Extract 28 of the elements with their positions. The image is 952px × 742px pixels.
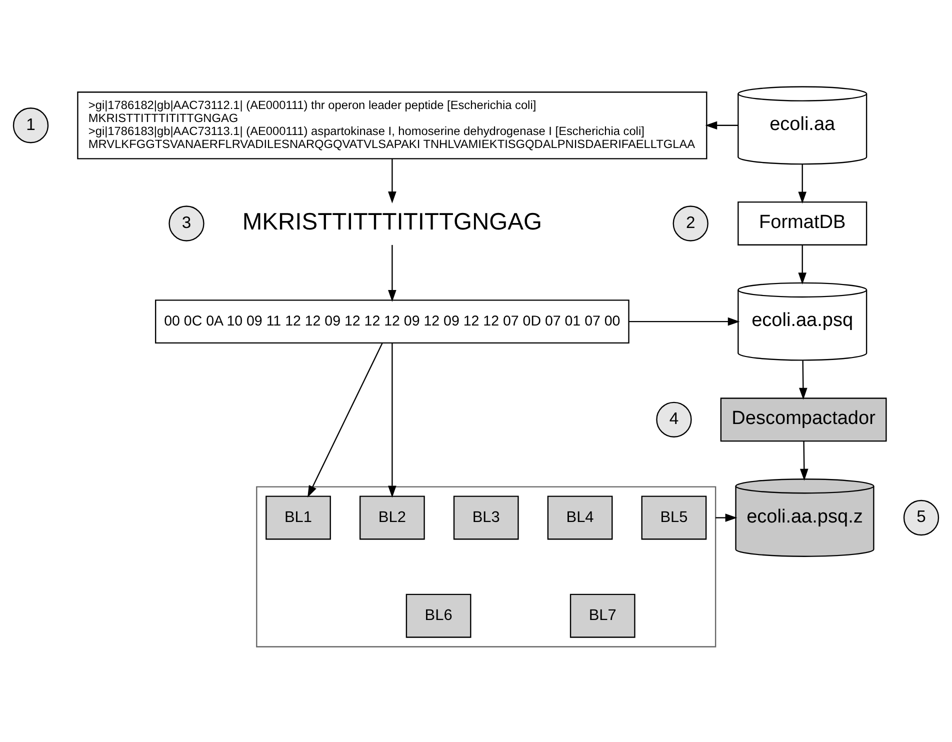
- node-circle: 2: [672, 205, 708, 241]
- arrow: [799, 360, 808, 400]
- arrow: [716, 513, 738, 522]
- node-circle: 1: [12, 107, 49, 143]
- node-box: BL3: [453, 495, 519, 540]
- arrow: [800, 440, 808, 480]
- arrow: [628, 316, 740, 326]
- arrow: [388, 244, 396, 302]
- node-box: BL4: [547, 495, 613, 540]
- node-box: FormatDB: [738, 200, 868, 245]
- arrow: [798, 244, 807, 284]
- arrow: [388, 158, 396, 203]
- node-box: BL6: [406, 593, 472, 638]
- node-box: >gi|1786182|gb|AAC73112.1| (AE000111) thr operon leader peptide [Escherichia coli] MKRISTTITTTITITTGNGAG >gi|1786183|gb|AAC73113.1| (AE000111) aspartokinase I, homoserine dehydrogenase I [Escherichia coli] MRVLKFGGTSVANAERFLRVADILESNARQGQVATVLSAPAKI TNHLVAMIEKTISGQDALPNISDAERIFAELLTGLAA: [77, 91, 708, 159]
- node-circle: 3: [168, 205, 204, 241]
- node-box: Descompactador: [720, 397, 887, 442]
- arrow: [798, 164, 807, 204]
- node-box: BL2: [359, 495, 425, 540]
- arrow: [705, 120, 738, 130]
- node-box: 00 0C 0A 10 09 11 12 12 09 12 12 12 09 12 09 12 12 07 0D 07 01 07 00: [155, 299, 630, 344]
- arrow: [308, 342, 383, 497]
- node-circle: 5: [903, 499, 940, 536]
- node-box: BL7: [570, 593, 636, 638]
- node-text: MKRISTTITTTITITTGNGAG: [242, 208, 542, 235]
- node-box: BL1: [266, 495, 331, 540]
- node-box: BL5: [641, 495, 707, 540]
- node-circle: 4: [656, 401, 692, 437]
- arrow: [388, 342, 396, 498]
